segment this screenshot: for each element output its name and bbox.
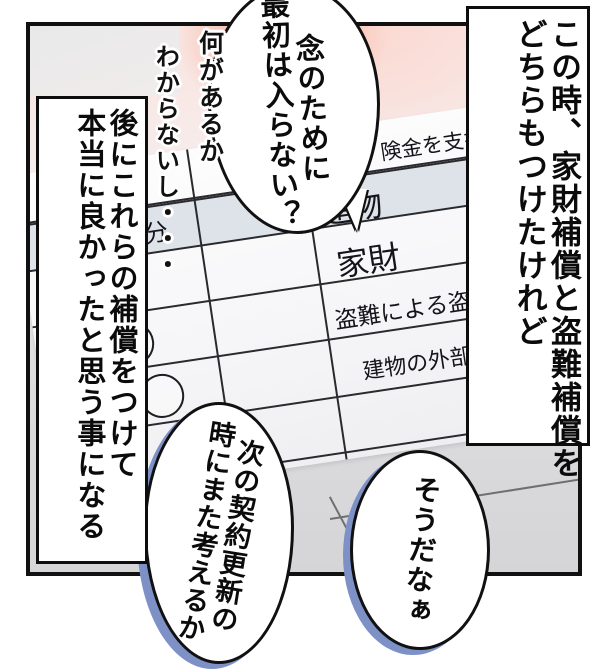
speech-balloon-bottom-left: 次の契約更新の 時にまた考えるか — [137, 402, 294, 669]
handwritten-text-line-1: 何があるか — [195, 30, 225, 165]
caption-line: この時、家財補償と盗難補償を — [545, 18, 581, 480]
balloon-line: 念のために — [290, 32, 333, 184]
caption-line: 後にこれらの補償をつけて — [105, 108, 139, 480]
balloon-text: そうだなぁ — [342, 444, 499, 655]
handwritten-text-line-2: わからないし・・・ — [151, 44, 180, 278]
caption-line: どちらもつけたけれど — [510, 18, 547, 348]
caption-box-left: 後にこれらの補償をつけて 本当に良かったと思う事になる — [36, 96, 148, 564]
balloon-body — [208, 0, 380, 234]
balloon-line: そうだなぁ — [397, 473, 444, 627]
top-left-grey-background — [30, 26, 180, 96]
speech-balloon-bottom-right: そうだなぁ — [343, 450, 490, 655]
speech-balloon-top: 念のために 最初は入らない？ — [208, 0, 380, 234]
form-row-label: 家財 — [334, 237, 403, 285]
caption-box-right: この時、家財補償と盗難補償を どちらもつけたけれど — [466, 6, 590, 480]
caption-line: 本当に良かったと思う事になる — [72, 108, 107, 542]
balloon-text: 念のために 最初は入らない？ — [202, 0, 387, 238]
balloon-body — [350, 450, 490, 650]
balloon-text: 次の契約更新の 時にまた考えるか — [124, 392, 313, 670]
